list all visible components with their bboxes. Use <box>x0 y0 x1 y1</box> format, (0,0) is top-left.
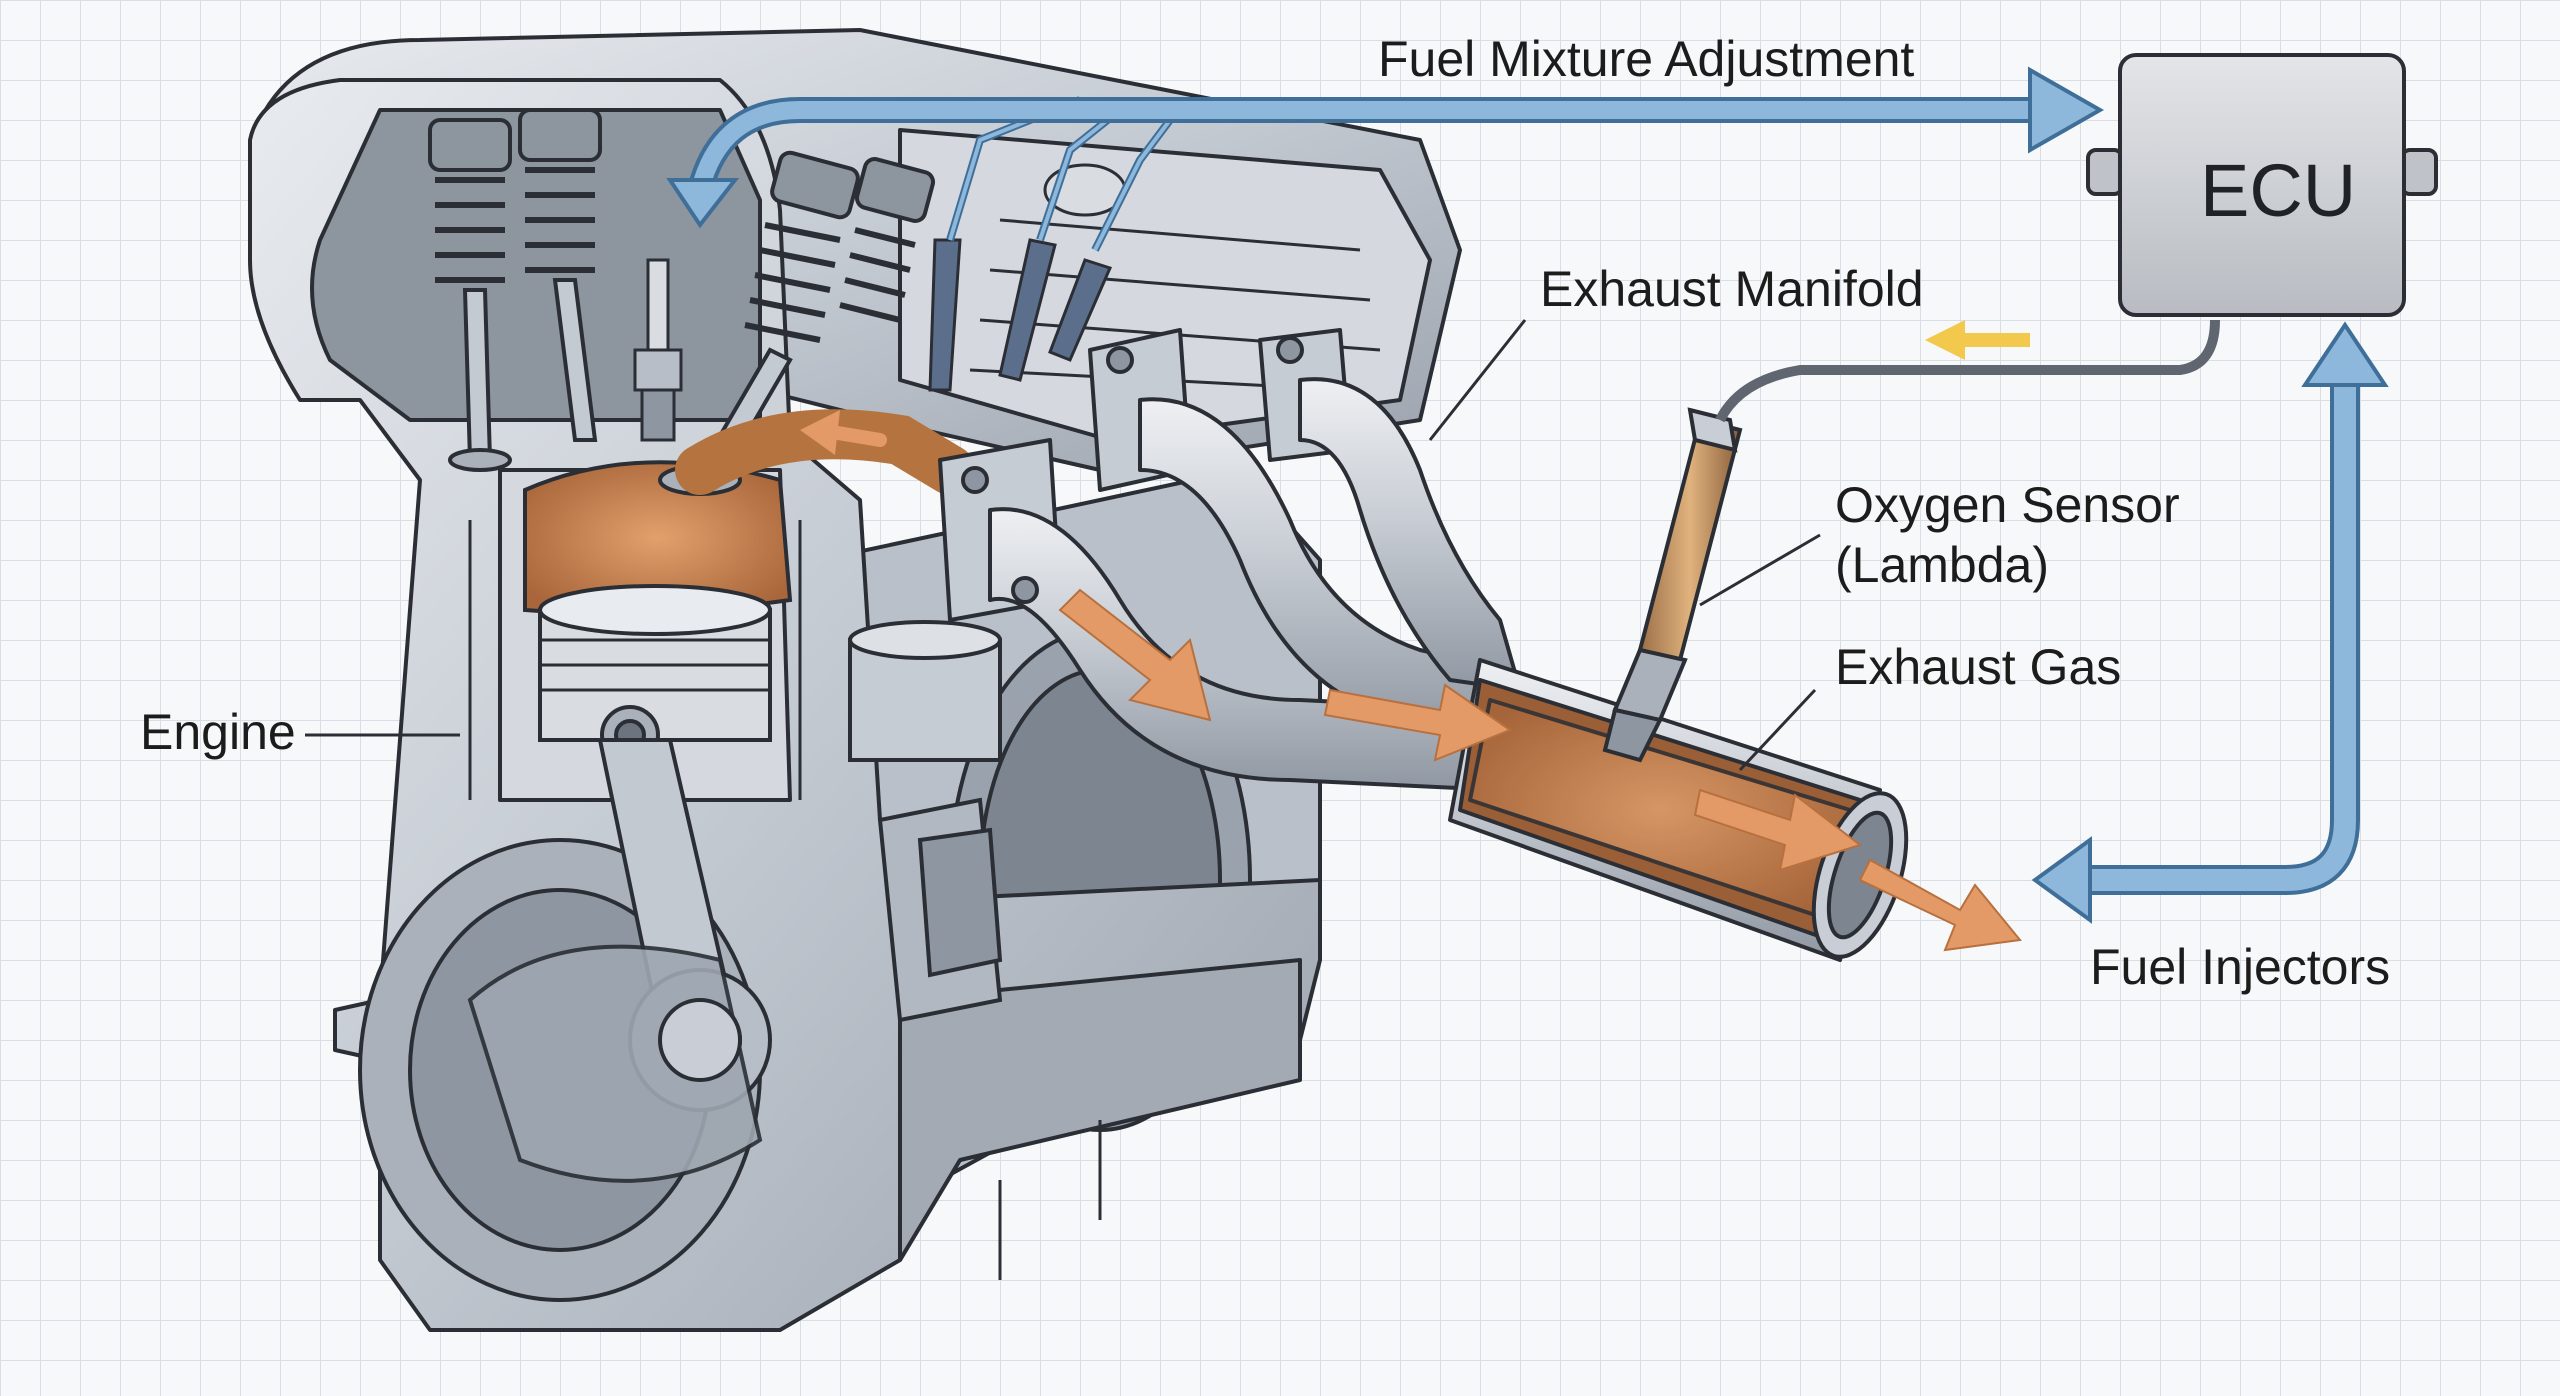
exhaust-gas-label: Exhaust Gas <box>1835 639 2122 695</box>
fuel-injectors-arrow <box>2031 321 2389 924</box>
ecu-module-icon <box>2086 53 2438 317</box>
spark-plug-icon <box>633 258 683 442</box>
fuel-injectors-label: Fuel Injectors <box>2090 939 2391 995</box>
feedback-arrow <box>1925 320 2030 360</box>
sensor-wire <box>1715 319 2220 423</box>
exhaust-manifold-label: Exhaust Manifold <box>1540 261 1924 317</box>
intake-flow <box>675 409 975 495</box>
oxygen-sensor-label-line2: (Lambda) <box>1835 537 2049 593</box>
oxygen-sensor-icon <box>1602 407 1743 763</box>
fuel-mixture-label: Fuel Mixture Adjustment <box>1378 31 1915 87</box>
ecu-label: ECU <box>2200 149 2357 232</box>
exhaust-flow-arrows <box>1058 588 2022 952</box>
fuel-mixture-arrow <box>666 66 2105 229</box>
connecting-rod <box>467 738 1003 1183</box>
leader-lines <box>305 319 1821 772</box>
engine-label: Engine <box>140 704 296 760</box>
oxygen-sensor-label-line1: Oxygen Sensor <box>1835 477 2180 533</box>
piston-icon <box>538 584 1002 765</box>
